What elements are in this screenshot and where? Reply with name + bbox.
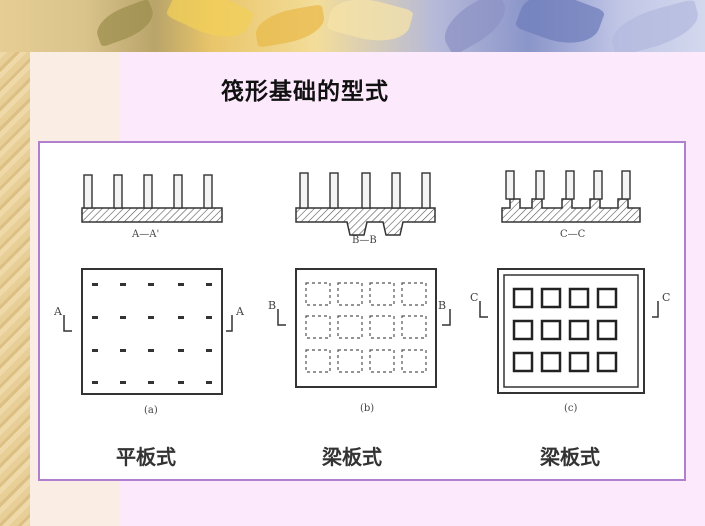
figure-c-plan [479,268,659,394]
caption-flat-slab: 平板式 [116,445,176,469]
figure-a-section-label: A—A' [132,229,160,240]
figure-c-section [501,170,641,223]
figure-c-section-label: C—C [560,229,586,240]
figure-a-section [81,174,223,223]
figure-c-left-marker: C [470,291,479,304]
figure-b-left-marker: B [268,299,277,312]
caption-beam-slab-1: 梁板式 [322,445,382,469]
figure-b-section [295,172,436,236]
figure-b-section-label: B—B [352,235,377,246]
figure-b-right-marker: B [438,299,447,312]
foundation-diagrams [63,170,659,395]
figure-a-left-marker: A [54,305,62,318]
figure-a-sub-label: (a) [144,405,158,416]
caption-beam-slab-2: 梁板式 [540,445,600,469]
decorative-left-strip [0,0,30,526]
figure-panel: A—A' B—B C—C A A B B C C (a) (b) (c) [38,141,686,481]
figure-c-sub-label: (c) [564,403,578,414]
decorative-top-banner [0,0,705,52]
figure-c-right-marker: C [662,291,671,304]
figure-b-sub-label: (b) [360,403,375,414]
figure-b-plan [277,268,451,388]
figure-a-right-marker: A [236,305,244,318]
figure-a-plan [63,268,233,395]
slide-title-text: 筏形基础的型式 [221,78,389,105]
